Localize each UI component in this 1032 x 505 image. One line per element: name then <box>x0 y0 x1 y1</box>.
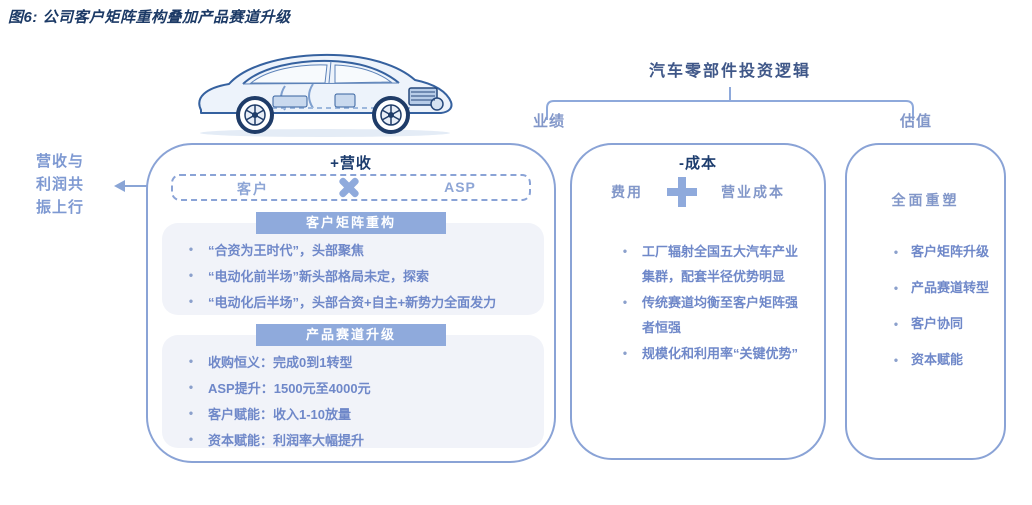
list-item: • 工厂辐射全国五大汽车产业集群，配套半径优势明显 <box>596 239 808 289</box>
valuation-panel: 全面重塑 • 客户矩阵升级 • 产品赛道转型 • 客户协同 • 资本赋能 <box>845 143 1006 460</box>
list-item-text: 客户矩阵升级 <box>911 244 990 259</box>
plus-icon <box>667 177 697 207</box>
list-item-text: 产品赛道转型 <box>911 280 990 295</box>
bracket-connector <box>546 87 914 120</box>
list-item: • 客户矩阵升级 <box>867 241 989 263</box>
multiply-icon <box>337 176 361 200</box>
list-item-text: 资本赋能：利润率大幅提升 <box>208 432 365 448</box>
valuation-bullet-list: • 客户矩阵升级 • 产品赛道转型 • 客户协同 • 资本赋能 <box>867 241 989 385</box>
list-item-text: “电动化后半场”，头部合资+自主+新势力全面发力 <box>208 294 497 310</box>
side-note-line: 利润共 <box>36 176 85 193</box>
bullet-dot: • <box>622 244 628 258</box>
car-xray-illustration <box>185 36 465 140</box>
cost-panel: -成本 费用 营业成本 • 工厂辐射全国五大汽车产业集群，配套半径优势明显 • … <box>570 143 826 460</box>
bullet-dot: • <box>622 295 628 309</box>
product-track-card: • 收购恒义：完成0到1转型 • ASP提升：1500元至4000元 • 客户赋… <box>162 335 544 448</box>
label-performance: 业绩 <box>532 113 565 130</box>
list-item-text: 客户赋能：收入1-10放量 <box>208 406 352 422</box>
bullet-dot: • <box>188 354 194 368</box>
banner-product-track: 产品赛道升级 <box>256 324 446 346</box>
list-item-text: 资本赋能 <box>911 352 964 367</box>
bullet-dot: • <box>893 281 899 295</box>
customer-matrix-card: • “合资为王时代”，头部聚焦 • “电动化前半场”新头部格局未定，探索 • “… <box>162 223 544 315</box>
list-item: • “电动化前半场”新头部格局未定，探索 <box>162 262 544 288</box>
bullet-dot: • <box>893 353 899 367</box>
list-item: • “合资为王时代”，头部聚焦 <box>162 236 544 262</box>
list-item: • “电动化后半场”，头部合资+自主+新势力全面发力 <box>162 288 544 314</box>
cost-panel-header: -成本 <box>679 155 717 172</box>
formula-asp-label: ASP <box>444 179 476 195</box>
revenue-panel: +营收 客户 ASP 客户矩阵重构 • “合资为王时代”，头部聚焦 • “电动化… <box>146 143 556 463</box>
list-item-text: 传统赛道均衡至客户矩阵强者恒强 <box>642 295 799 335</box>
bullet-dot: • <box>188 242 194 256</box>
list-item: • 客户协同 <box>867 313 989 335</box>
list-item: • 资本赋能 <box>867 349 989 371</box>
list-item: • 客户赋能：收入1-10放量 <box>162 400 544 426</box>
list-item: • 产品赛道转型 <box>867 277 989 299</box>
bullet-dot: • <box>188 380 194 394</box>
list-item-text: 客户协同 <box>911 316 964 331</box>
bullet-dot: • <box>188 432 194 446</box>
list-item: • 规模化和利用率“关键优势” <box>596 341 808 366</box>
list-item-text: 工厂辐射全国五大汽车产业集群，配套半径优势明显 <box>642 244 799 284</box>
formula-expense-label: 费用 <box>611 184 643 200</box>
bullet-dot: • <box>188 294 194 308</box>
bullet-dot: • <box>893 317 899 331</box>
figure-title: 图6: 公司客户矩阵重构叠加产品赛道升级 <box>8 9 291 26</box>
bullet-dot: • <box>893 245 899 259</box>
revenue-formula-box: 客户 ASP <box>171 174 531 201</box>
bullet-dot: • <box>188 268 194 282</box>
cost-formula: 费用 营业成本 <box>572 177 824 207</box>
cost-bullet-list: • 工厂辐射全国五大汽车产业集群，配套半径优势明显 • 传统赛道均衡至客户矩阵强… <box>596 239 808 367</box>
list-item: • 资本赋能：利润率大幅提升 <box>162 426 544 452</box>
car-xray-svg <box>198 53 453 137</box>
list-item: • 收购恒义：完成0到1转型 <box>162 348 544 374</box>
label-valuation: 估值 <box>899 113 932 130</box>
side-note-line: 营收与 <box>36 153 85 170</box>
banner-customer-matrix: 客户矩阵重构 <box>256 212 446 234</box>
list-item: • ASP提升：1500元至4000元 <box>162 374 544 400</box>
left-arrow-icon <box>114 180 148 192</box>
side-note-line: 振上行 <box>36 199 85 216</box>
formula-operating-cost-label: 营业成本 <box>721 184 785 200</box>
list-item-text: “合资为王时代”，头部聚焦 <box>208 242 365 258</box>
formula-customer-label: 客户 <box>237 181 269 197</box>
list-item-text: “电动化前半场”新头部格局未定，探索 <box>208 268 430 284</box>
bullet-dot: • <box>622 346 628 360</box>
list-item-text: 规模化和利用率“关键优势” <box>642 346 799 361</box>
bullet-dot: • <box>188 406 194 420</box>
revenue-panel-header: +营收 <box>330 155 372 172</box>
investment-logic-title: 汽车零部件投资逻辑 <box>648 63 811 80</box>
list-item-text: 收购恒义：完成0到1转型 <box>208 354 353 370</box>
valuation-panel-header: 全面重塑 <box>891 192 960 208</box>
side-note: 营收与 利润共 振上行 <box>36 150 112 219</box>
list-item-text: ASP提升：1500元至4000元 <box>208 380 371 396</box>
list-item: • 传统赛道均衡至客户矩阵强者恒强 <box>596 290 808 340</box>
